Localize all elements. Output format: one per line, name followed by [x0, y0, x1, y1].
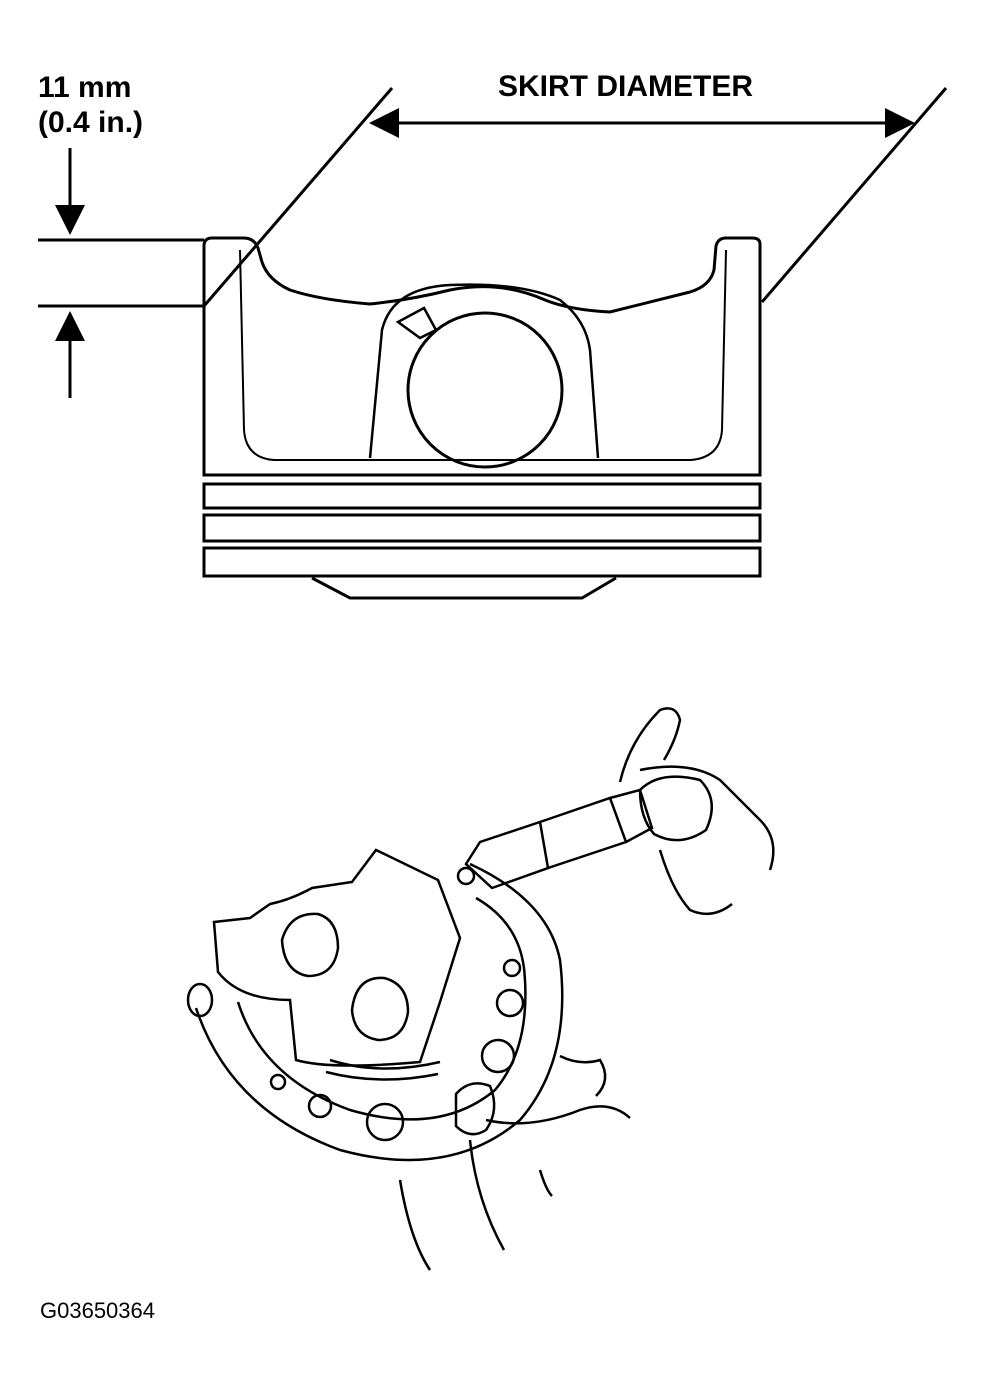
- piston-side-view-icon: [202, 236, 762, 600]
- dimension-mm-label: 11 mm: [38, 71, 132, 104]
- skirt-diameter-label: SKIRT DIAMETER: [498, 70, 753, 103]
- dimension-inch-label: (0.4 in.): [38, 106, 144, 139]
- dimension-lines: [38, 87, 948, 398]
- micrometer-hand-icon: [186, 707, 775, 1271]
- figure-code: G03650364: [40, 1298, 155, 1323]
